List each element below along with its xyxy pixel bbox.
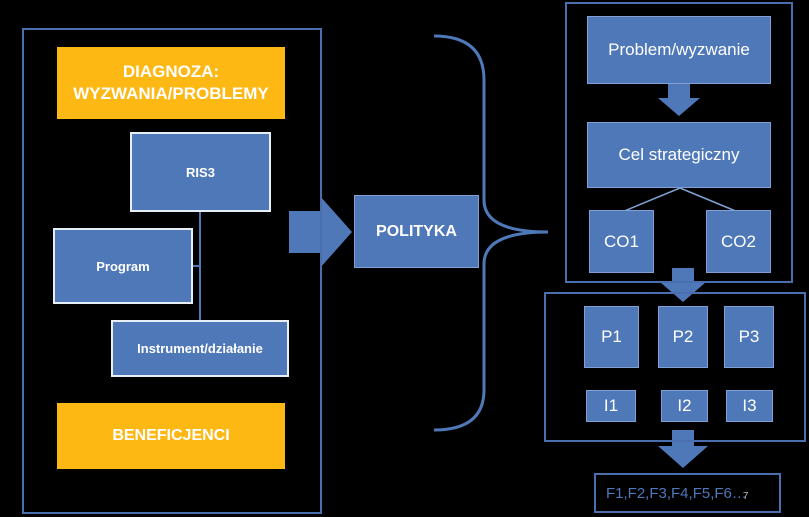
brace-shape [433,34,549,432]
beneficiaries-box: BENEFICJENCI [57,403,285,469]
p1-box: P1 [584,306,639,368]
i3-box: I3 [726,390,773,422]
line-goal-to-co1 [621,187,681,213]
co2-box: CO2 [706,210,771,273]
right-bottom-frame [544,292,806,442]
program-box: Program [53,228,193,304]
right-top-frame [565,2,793,283]
p3-box: P3 [724,306,774,368]
p2-box: P2 [658,306,708,368]
f-label: F1,F2,F3,F4,F5,F6… [606,484,747,502]
f-box: F1,F2,F3,F4,F5,F6… 7 [594,473,781,513]
left-panel-frame [22,28,322,514]
co1-box: CO1 [589,210,654,273]
problem-box: Problem/wyzwanie [587,16,771,84]
page-number: 7 [742,490,749,502]
ris3-box: RIS3 [130,132,271,212]
line-goal-to-co2 [679,187,739,213]
arrow-problem-to-goal [658,84,700,116]
arrow-to-p-group [660,268,706,302]
policy-box: POLITYKA [354,195,479,268]
diagnosis-box: DIAGNOZA: WYZWANIA/PROBLEMY [57,47,285,119]
i2-box: I2 [661,390,708,422]
strategic-goal-box: Cel strategiczny [587,122,771,188]
i1-box: I1 [586,390,636,422]
arrow-to-f-box [658,430,708,468]
instrument-box: Instrument/działanie [111,320,289,377]
